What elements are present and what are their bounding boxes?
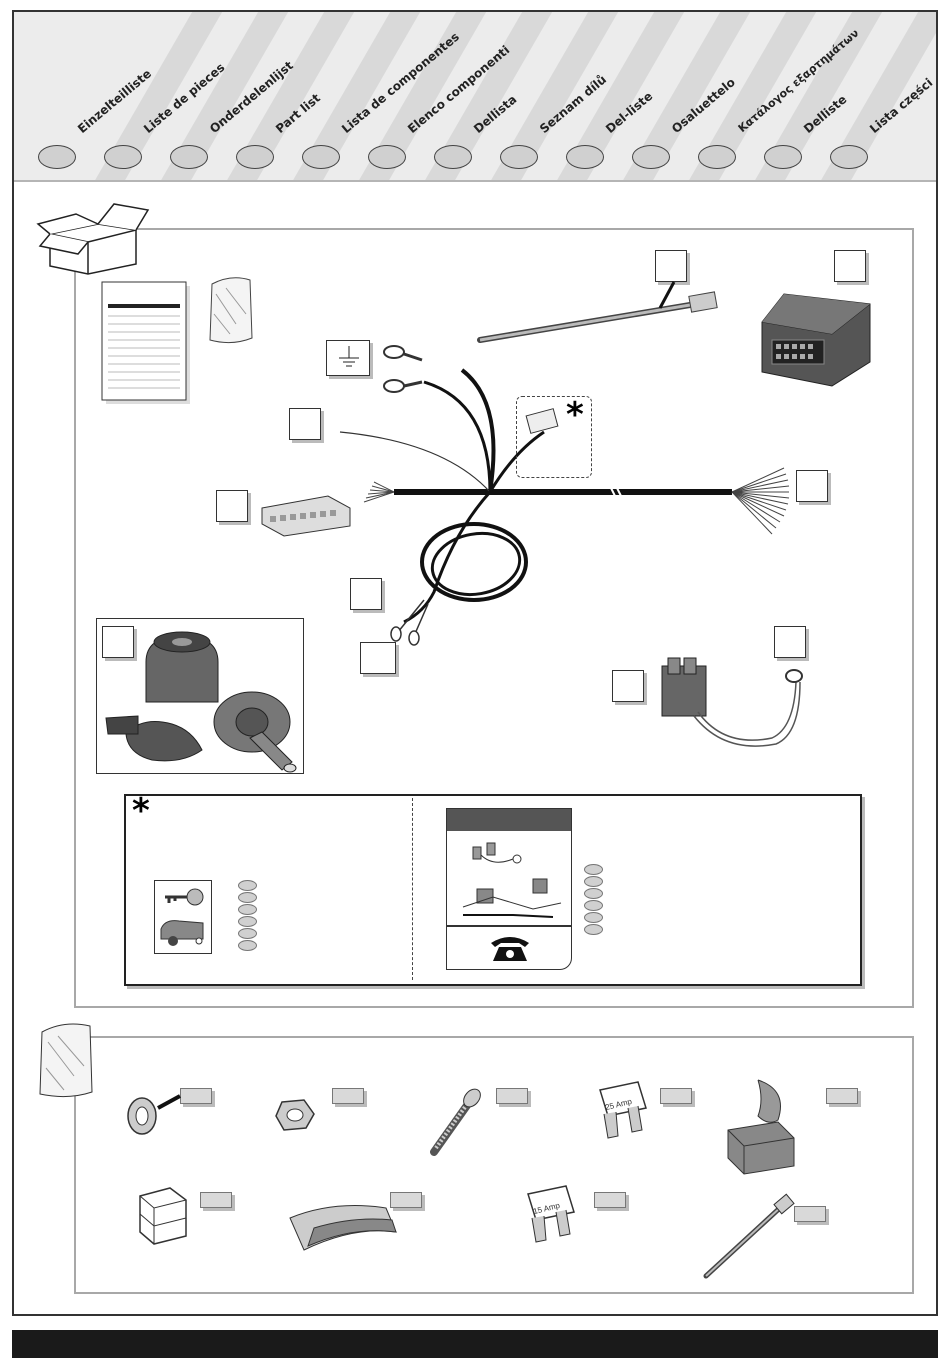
lang-oval-small xyxy=(584,864,603,875)
lang-oval-small xyxy=(584,900,603,911)
info-divider xyxy=(412,798,413,980)
relay-connector xyxy=(524,408,564,438)
adhesive-pad-part xyxy=(284,1198,404,1258)
terminal-pair xyxy=(384,596,434,646)
fuse-15-part: 15 Amp xyxy=(522,1184,582,1254)
lang-oval xyxy=(764,145,802,169)
lang-oval-small xyxy=(238,892,257,903)
part-number-box xyxy=(612,670,644,702)
part-number-box xyxy=(350,578,382,610)
lang-oval-small xyxy=(238,880,257,891)
harness-plug-connector xyxy=(258,488,358,538)
service-kit-card xyxy=(446,808,572,970)
caravan-icon xyxy=(159,917,207,949)
part-number-box xyxy=(655,250,687,282)
leader-line xyxy=(634,282,694,322)
part-number-pill xyxy=(332,1088,364,1104)
lang-oval-small xyxy=(584,912,603,923)
ring-terminal xyxy=(382,342,472,402)
nut-part xyxy=(274,1098,318,1132)
lang-oval xyxy=(170,145,208,169)
screw-part xyxy=(426,1088,506,1158)
header-divider xyxy=(14,180,936,182)
box-icon xyxy=(36,196,156,276)
clip-bracket-part xyxy=(130,1180,194,1250)
fuse-holder-assembly xyxy=(654,652,824,762)
part-number-pill xyxy=(390,1192,422,1208)
lang-oval xyxy=(434,145,472,169)
part-number-pill xyxy=(594,1192,626,1208)
part-number-box xyxy=(796,470,828,502)
connector-housing-part xyxy=(718,1070,828,1180)
lang-oval xyxy=(698,145,736,169)
lang-oval xyxy=(236,145,274,169)
language-header: Einzelteilliste Liste de pieces Onderdel… xyxy=(14,12,936,180)
part-number-pill xyxy=(180,1088,212,1104)
lang-oval-small xyxy=(584,924,603,935)
lang-oval xyxy=(632,145,670,169)
lang-oval xyxy=(500,145,538,169)
fuse-25-part: 25 Amp xyxy=(594,1080,654,1150)
key-icon xyxy=(161,885,205,913)
asterisk-icon: * xyxy=(566,398,584,432)
part-number-box xyxy=(216,490,248,522)
bag-icon xyxy=(34,1018,98,1102)
lang-oval-small xyxy=(238,928,257,939)
lang-oval-small xyxy=(584,876,603,887)
lang-oval-small xyxy=(584,888,603,899)
lang-oval xyxy=(566,145,604,169)
lang-oval-small xyxy=(238,940,257,951)
instruction-sheet-icon xyxy=(102,282,192,406)
part-number-pill xyxy=(794,1206,826,1222)
asterisk-icon: * xyxy=(132,794,150,828)
vehicle-icon-card xyxy=(154,880,212,954)
part-number-box xyxy=(834,250,866,282)
lang-oval-small xyxy=(238,904,257,915)
part-number-box xyxy=(289,408,321,440)
socket-parts xyxy=(102,622,302,772)
lang-oval xyxy=(104,145,142,169)
leader-line xyxy=(144,1092,184,1112)
lang-oval xyxy=(830,145,868,169)
kit-wiring-diagram xyxy=(453,837,565,925)
part-number-pill xyxy=(660,1088,692,1104)
bag-icon xyxy=(206,274,256,348)
part-number-box xyxy=(360,642,396,674)
lang-oval-small xyxy=(238,916,257,927)
lang-oval xyxy=(302,145,340,169)
lang-oval xyxy=(38,145,76,169)
telephone-icon xyxy=(489,933,531,963)
part-number-pill xyxy=(826,1088,858,1104)
part-number-pill xyxy=(200,1192,232,1208)
footer-bar xyxy=(12,1330,938,1358)
lang-oval xyxy=(368,145,406,169)
part-number-pill xyxy=(496,1088,528,1104)
page-frame: Einzelteilliste Liste de pieces Onderdel… xyxy=(12,10,938,1316)
